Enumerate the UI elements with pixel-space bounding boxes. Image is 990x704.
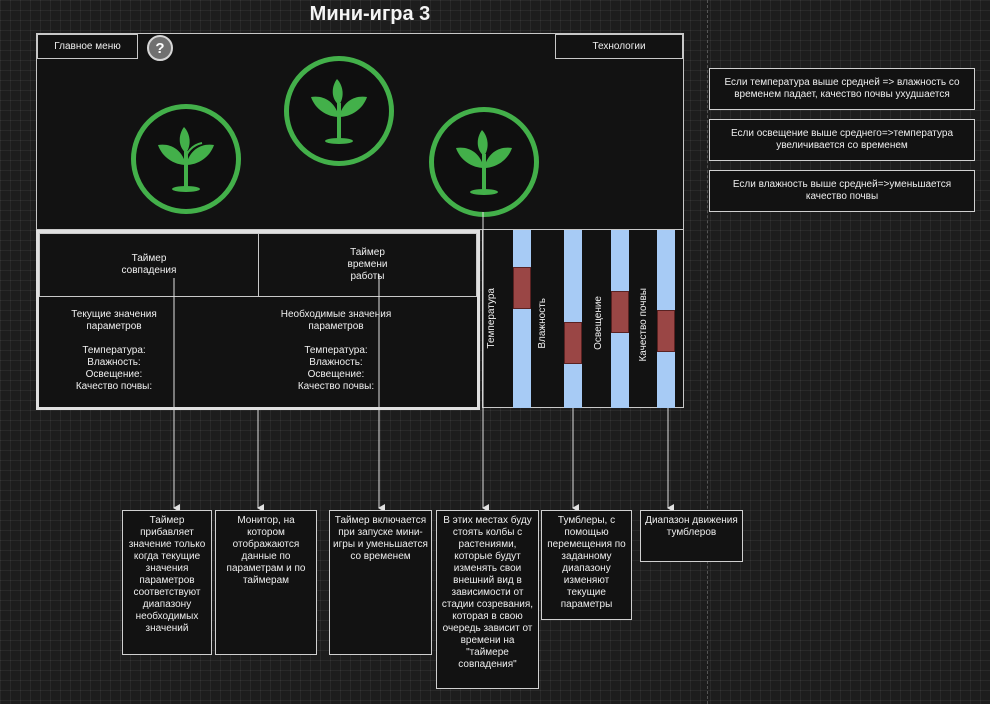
slider-thumb-lighting[interactable] bbox=[611, 291, 629, 333]
plant-sprout-icon bbox=[456, 130, 512, 195]
slider-track-lighting[interactable] bbox=[611, 230, 629, 408]
annotation-monitor: Монитор, на котором отображаются данные … bbox=[215, 510, 317, 655]
slider-thumb-temperature[interactable] bbox=[513, 267, 531, 309]
slider-thumb-humidity[interactable] bbox=[564, 322, 582, 364]
annotation-timer-match: Таймер прибавляет значение только когда … bbox=[122, 510, 212, 655]
help-button[interactable]: ? bbox=[147, 35, 173, 61]
help-icon: ? bbox=[155, 39, 165, 57]
plant-pot-3[interactable] bbox=[429, 107, 539, 217]
slider-track-soil[interactable] bbox=[657, 230, 675, 408]
annotation-toggles: Тумблеры, с помощью перемещения по задан… bbox=[541, 510, 632, 620]
current-params-text: Текущие значения параметров Температура:… bbox=[71, 309, 157, 392]
main-menu-button[interactable]: Главное меню bbox=[37, 34, 138, 59]
rule-note-temperature: Если температура выше средней => влажнос… bbox=[709, 68, 975, 110]
page-divider bbox=[707, 0, 708, 704]
plant-sprout-icon bbox=[311, 79, 367, 144]
annotation-toggle-range: Диапазон движения тумблеров bbox=[640, 510, 743, 562]
tech-button[interactable]: Технологии bbox=[555, 34, 683, 59]
monitor-divider bbox=[39, 296, 477, 297]
page-title: Мини-игра 3 bbox=[309, 3, 431, 25]
annotation-plant-flasks: В этих местах буду стоять колбы с растен… bbox=[436, 510, 539, 689]
slider-track-humidity[interactable] bbox=[564, 230, 582, 408]
annotation-timer-work: Таймер включается при запуске мини-игры … bbox=[329, 510, 432, 655]
required-params-text: Необходимые значения параметров Температ… bbox=[280, 309, 392, 392]
plant-pot-1[interactable] bbox=[131, 104, 241, 214]
slider-thumb-soil[interactable] bbox=[657, 310, 675, 352]
slider-track-temperature[interactable] bbox=[513, 230, 531, 408]
plant-sprout-icon bbox=[158, 127, 214, 192]
rule-note-humidity: Если влажность выше средней=>уменьшается… bbox=[709, 170, 975, 212]
plant-pot-2[interactable] bbox=[284, 56, 394, 166]
rule-note-lighting: Если освещение выше среднего=>температур… bbox=[709, 119, 975, 161]
